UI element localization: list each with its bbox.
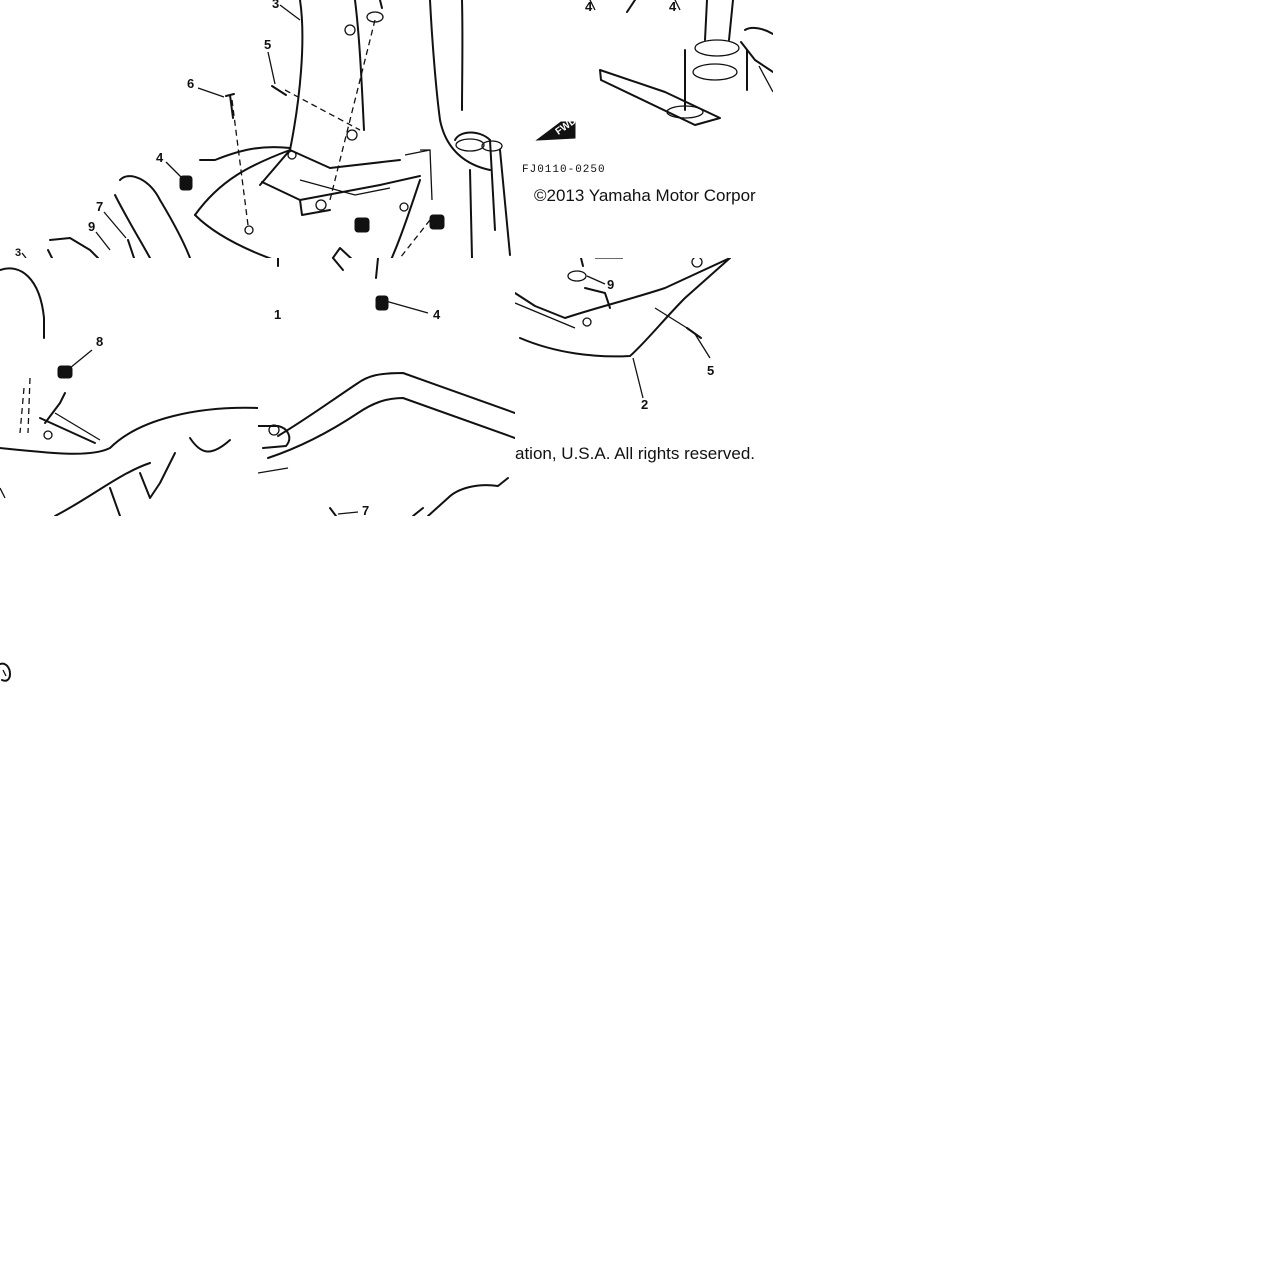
callout-2: 2: [641, 397, 649, 412]
diagram-tile-right: 9 5 2 ation, U.S.A. All rights reserved.: [515, 258, 773, 516]
main-parts-drawing: [21, 0, 511, 258]
callout-6: 6: [187, 76, 195, 91]
diagram-tile-lower-left: 8: [0, 258, 258, 516]
callout-5-right: 5: [707, 363, 715, 378]
steering-column-drawing: [535, 0, 773, 141]
callout-9-right: 9: [607, 277, 615, 292]
callout-3-edge: 3: [15, 247, 22, 259]
diagram-tile-center: 1 4 7: [258, 258, 515, 516]
callout-4-topright-a: 4: [585, 0, 593, 14]
callout-9-top: 9: [88, 219, 96, 234]
fragment-drawing: [0, 662, 11, 682]
diagram-tile-upper-right: 4 4 FWD FJ0110-0250 ©2013 Yamaha Motor C…: [515, 0, 773, 258]
callout-7-top: 7: [96, 199, 104, 214]
callout-3-top: 3: [272, 0, 280, 11]
copyright-text-left: ©2013 Yamaha Motor Corpor: [534, 186, 756, 205]
diagram-tile-main: 3 5 6 4 7 9 3: [0, 0, 515, 258]
part-code: FJ0110-0250: [522, 164, 606, 176]
front-cover-drawing: [515, 258, 731, 399]
callout-7-bottom: 7: [362, 503, 370, 516]
callout-5-top: 5: [264, 37, 272, 52]
callout-1: 1: [274, 307, 282, 322]
callout-4-bottom: 4: [433, 307, 441, 322]
diagram-tile-fragment: [0, 660, 12, 686]
side-cover-drawing: [0, 267, 258, 516]
callout-4-left: 4: [156, 150, 164, 165]
copyright-text-right: ation, U.S.A. All rights reserved.: [515, 444, 755, 463]
callout-4-topright-b: 4: [669, 0, 677, 14]
frame-tube-drawing: [258, 258, 515, 516]
callout-8: 8: [96, 334, 104, 349]
